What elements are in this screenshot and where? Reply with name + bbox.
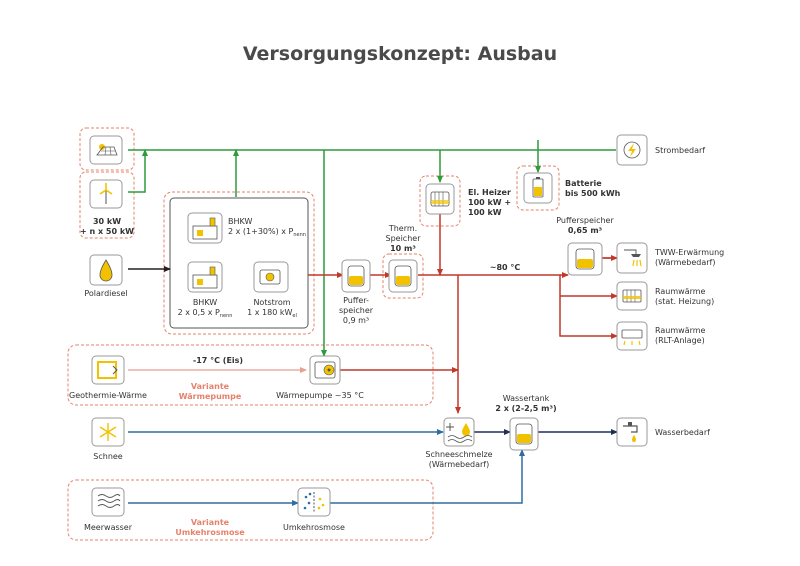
seawater-label: Meerwasser: [84, 523, 133, 532]
watertank-label-2: 2 x (2-2,5 m³): [495, 404, 556, 413]
variant-heatpump-label-1: Variante: [191, 382, 230, 391]
snowmelt-label-2: (Wärmebedarf): [429, 460, 490, 469]
heater-icon: [430, 191, 450, 207]
battery-label-2: bis 500 kWh: [565, 189, 621, 198]
tank-icon: [575, 248, 595, 270]
buffer-large-label-2: 0,65 m³: [568, 226, 603, 235]
heater-group-frame: [419, 175, 461, 227]
battery-label-1: Batterie: [565, 179, 602, 188]
raumwaerme1-label-1: Raumwärme: [655, 287, 706, 296]
variant-osmosis-label-2: Umkehrosmose: [175, 528, 245, 537]
heat-pump-icon: [314, 361, 336, 379]
buffer-small-label-3: 0,9 m³: [343, 316, 369, 325]
raumwaerme2-label-2: (RLT-Anlage): [655, 336, 705, 345]
therm-storage-label-2: Speicher: [386, 234, 422, 243]
therm-storage-frame: [382, 253, 424, 299]
waves-icon: [97, 494, 121, 508]
temperature-80-label: ~80 °C: [490, 263, 521, 272]
power-plug-icon: [623, 141, 641, 159]
geothermal-icon: [97, 361, 118, 379]
wind-label-1: 30 kW: [93, 217, 121, 226]
heat-lines: [308, 214, 618, 414]
therm-storage-label-3: 10 m³: [390, 244, 416, 253]
heater-box: [425, 183, 455, 215]
tww-label-1: TWW-Erwärmung: [654, 248, 724, 257]
wind-group-frame: [79, 171, 135, 239]
buffer-large-label-1: Pufferspeicher: [556, 216, 614, 225]
page-title: Versorgungskonzept: Ausbau: [243, 43, 557, 65]
battery-icon: [532, 177, 544, 198]
geothermal-box: [91, 355, 125, 385]
tww-label-2: (Wärmebedarf): [655, 258, 716, 267]
raumwaerme1-label-2: (stat. Heizung): [655, 297, 714, 306]
generator-icon: [259, 269, 281, 285]
chp-plant-icon: [192, 266, 218, 289]
tank-icon: [394, 265, 412, 287]
tank-icon: [347, 265, 365, 287]
raumwaerme2-label-1: Raumwärme: [655, 326, 706, 335]
snow-label: Schnee: [93, 452, 123, 461]
variant-heatpump-label-2: Wärmepumpe: [179, 392, 242, 401]
osmosis-label: Umkehrosmose: [283, 523, 345, 532]
chp-plant-icon: [192, 217, 218, 240]
polardiesel-label: Polardiesel: [84, 289, 127, 298]
buffer-small-label-1: Puffer-: [343, 296, 369, 305]
electric-lines: [128, 140, 616, 357]
solar-group-frame: [79, 127, 135, 171]
heatpump-label: Wärmepumpe ~35 °C: [276, 391, 364, 400]
solar-box: [89, 135, 123, 165]
variant-osmosis-label-1: Variante: [191, 518, 230, 527]
heater-label-2: 100 kW +: [468, 198, 511, 207]
radiator-icon: [622, 289, 642, 303]
raumwaerme2-box: [616, 321, 648, 351]
watertank-label-1: Wassertank: [503, 394, 550, 403]
therm-storage-label-1: Therm.: [388, 224, 417, 233]
solar-panel-icon: [96, 144, 118, 156]
wasserbedarf-label: Wasserbedarf: [655, 428, 710, 437]
permeate-line: [330, 449, 525, 504]
tank-icon: [515, 423, 533, 445]
strombedarf-label: Strombedarf: [655, 146, 705, 155]
air-conditioner-icon: [621, 329, 643, 346]
tww-box: [616, 242, 648, 274]
bhkw2-label-1: BHKW: [193, 298, 217, 307]
fuel-drop-icon: [99, 259, 113, 282]
bhkw1-label-2: 2 x (1+30%) x Pnenn: [228, 227, 306, 238]
notstrom-label-1: Notstrom: [253, 298, 290, 307]
variant-heatpump-frame: [67, 344, 434, 406]
geothermal-label: Geothermie-Wärme: [69, 391, 147, 400]
variant-osmosis-frame: [67, 479, 434, 541]
reverse-osmosis-icon: [303, 492, 325, 512]
wind-label-2: + n x 50 kW: [80, 227, 134, 236]
snowflake-icon: [99, 423, 117, 441]
shower-icon: [624, 249, 642, 267]
chp-group-frame: [163, 191, 315, 335]
notstrom-label-2: 1 x 180 kWel: [247, 308, 297, 319]
heater-label-3: 100 kW: [468, 208, 502, 217]
water-tap-icon: [623, 422, 638, 442]
wind-turbine-icon: [99, 183, 113, 204]
buffer-small-label-2: speicher: [339, 306, 374, 315]
osmosis-box: [297, 487, 331, 517]
bhkw1-label-1: BHKW: [228, 217, 252, 226]
temperature-eis-label: -17 °C (Eis): [193, 356, 243, 365]
bhkw2-label-2: 2 x 0,5 x Pnenn: [178, 308, 233, 319]
heater-label-1: El. Heizer: [468, 188, 511, 197]
snowmelt-label-1: Schneeschmelze: [425, 450, 492, 459]
snow-melt-icon: [446, 423, 473, 443]
